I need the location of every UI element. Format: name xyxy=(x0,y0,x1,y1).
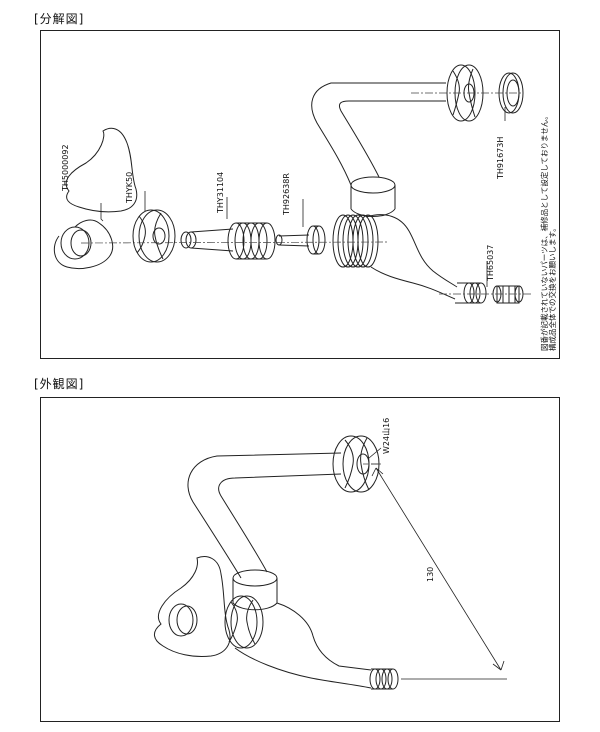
exploded-view-title: [分解図] xyxy=(34,12,85,26)
body-cap-nut xyxy=(224,595,264,649)
label-cap-nut: THYK50 xyxy=(125,172,134,204)
label-handle: TH5000092 xyxy=(61,144,70,192)
exterior-view-drawing: W24山16 130 xyxy=(154,418,507,690)
exterior-view-title: [外観図] xyxy=(34,377,85,391)
note-not-supplied: 図番が記載されていないパーツは、補修品として設定しておりません。 xyxy=(539,112,549,351)
handle-part xyxy=(53,127,138,270)
exploded-view-drawing: TH5000092 THYK50 THY31104 TH92638R TH916… xyxy=(53,64,557,351)
label-packing: TH92638R xyxy=(282,173,291,216)
exterior-handle xyxy=(154,556,231,657)
exploded-view-panel: TH5000092 THYK50 THY31104 TH92638R TH916… xyxy=(40,30,560,359)
spindle-part xyxy=(180,222,276,260)
packing-part xyxy=(275,225,326,255)
exterior-hose-nozzle xyxy=(369,668,399,690)
label-gasket: TH91673H xyxy=(496,137,505,180)
dimension-130 xyxy=(371,463,507,680)
note-replace-assembly: 構成品全体での交換をお願いします。 xyxy=(547,224,557,351)
elbow-pipe xyxy=(187,452,342,579)
thread-spec-label: W24山16 xyxy=(381,418,391,454)
hose-nozzle-part xyxy=(492,285,524,304)
faucet-body xyxy=(232,569,372,689)
dimension-130-label: 130 xyxy=(426,567,435,582)
label-spindle: THY31104 xyxy=(216,172,225,214)
cap-nut-part xyxy=(132,209,176,263)
faucet-body-part xyxy=(311,82,487,304)
label-hose-nozzle: TH65037 xyxy=(486,245,495,282)
exterior-view-panel: W24山16 130 xyxy=(40,397,560,722)
